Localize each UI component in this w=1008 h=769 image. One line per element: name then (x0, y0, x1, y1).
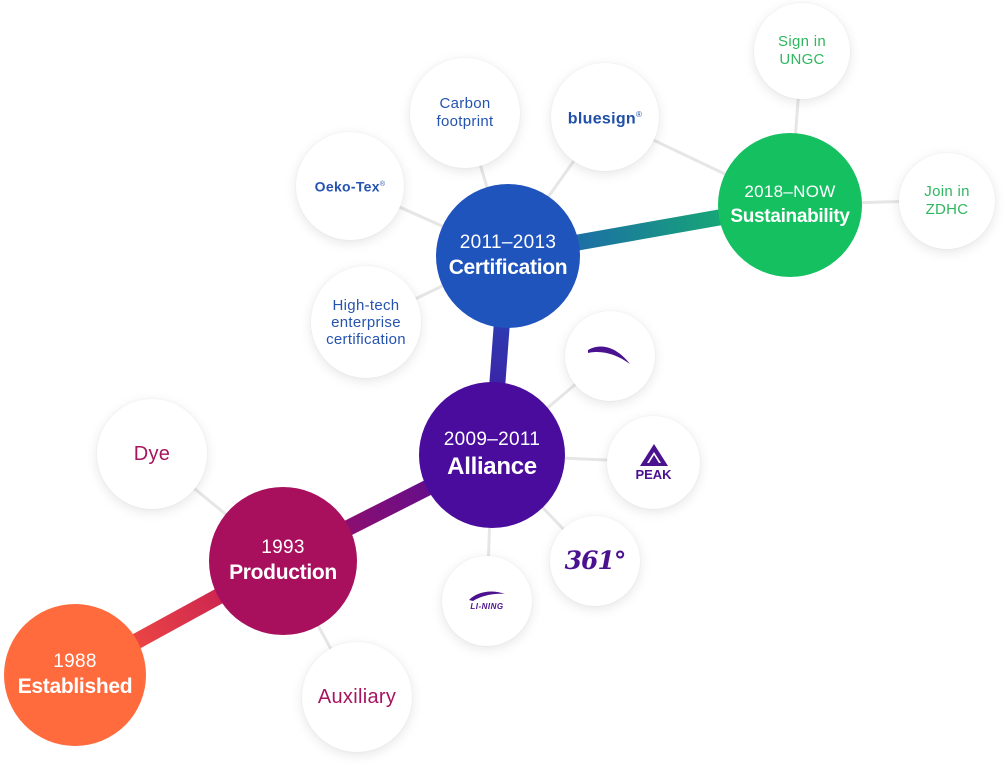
milestone-production: 1993 Production (209, 487, 357, 635)
node-carbon-footprint: Carbon footprint (410, 58, 520, 168)
node-bluesign: bluesign® (551, 63, 659, 171)
hightech-line3: certification (326, 330, 406, 348)
sustainability-name: Sustainability (730, 206, 850, 227)
bluesign-label: bluesign (567, 110, 636, 128)
production-year: 1993 (261, 537, 305, 558)
li-ning-logo-icon (469, 591, 505, 601)
established-year: 1988 (53, 651, 97, 672)
node-dye: Dye (97, 399, 207, 509)
ungc-line1: Sign in (778, 33, 826, 50)
dye-label: Dye (133, 443, 171, 465)
registered-mark-icon: ® (635, 109, 643, 119)
node-peak: PEAK (607, 416, 700, 509)
li-ning-label: LI-NING (470, 602, 504, 611)
established-name: Established (17, 675, 133, 698)
milestone-sustainability: 2018–NOW Sustainability (718, 133, 862, 277)
registered-mark-icon: ® (379, 181, 386, 189)
brand-361-label: 361° (564, 546, 627, 575)
milestone-alliance: 2009–2011 Alliance (419, 382, 565, 528)
alliance-name: Alliance (447, 453, 537, 480)
node-auxiliary: Auxiliary (302, 642, 412, 752)
node-361: 361° (550, 516, 640, 606)
hightech-line2: enterprise (331, 313, 401, 331)
node-zdhc: Join in ZDHC (899, 153, 995, 249)
milestone-certification: 2011–2013 Certification (436, 184, 580, 328)
alliance-year: 2009–2011 (443, 429, 541, 450)
certification-name: Certification (448, 256, 568, 279)
node-oeko-tex: Oeko-Tex® (296, 132, 404, 240)
node-anta (565, 311, 655, 401)
certification-year: 2011–2013 (459, 232, 557, 253)
zdhc-line2: ZDHC (925, 201, 969, 218)
sustainability-year: 2018–NOW (744, 182, 836, 201)
hightech-line1: High-tech (332, 296, 400, 314)
auxiliary-label: Auxiliary (317, 686, 397, 708)
node-ungc: Sign in UNGC (754, 3, 850, 99)
zdhc-line1: Join in (924, 183, 970, 200)
node-li-ning: LI-NING (442, 556, 532, 646)
milestone-established: 1988 Established (4, 604, 146, 746)
oeko-tex-label: Oeko-Tex (314, 178, 380, 195)
peak-logo-icon (639, 444, 668, 466)
node-high-tech: High-tech enterprise certification (311, 266, 421, 378)
production-name: Production (229, 561, 337, 584)
anta-logo-icon (588, 346, 630, 364)
carbon-line2: footprint (436, 113, 494, 130)
carbon-line1: Carbon (439, 95, 491, 112)
peak-label: PEAK (635, 467, 672, 482)
ungc-line2: UNGC (779, 51, 825, 68)
